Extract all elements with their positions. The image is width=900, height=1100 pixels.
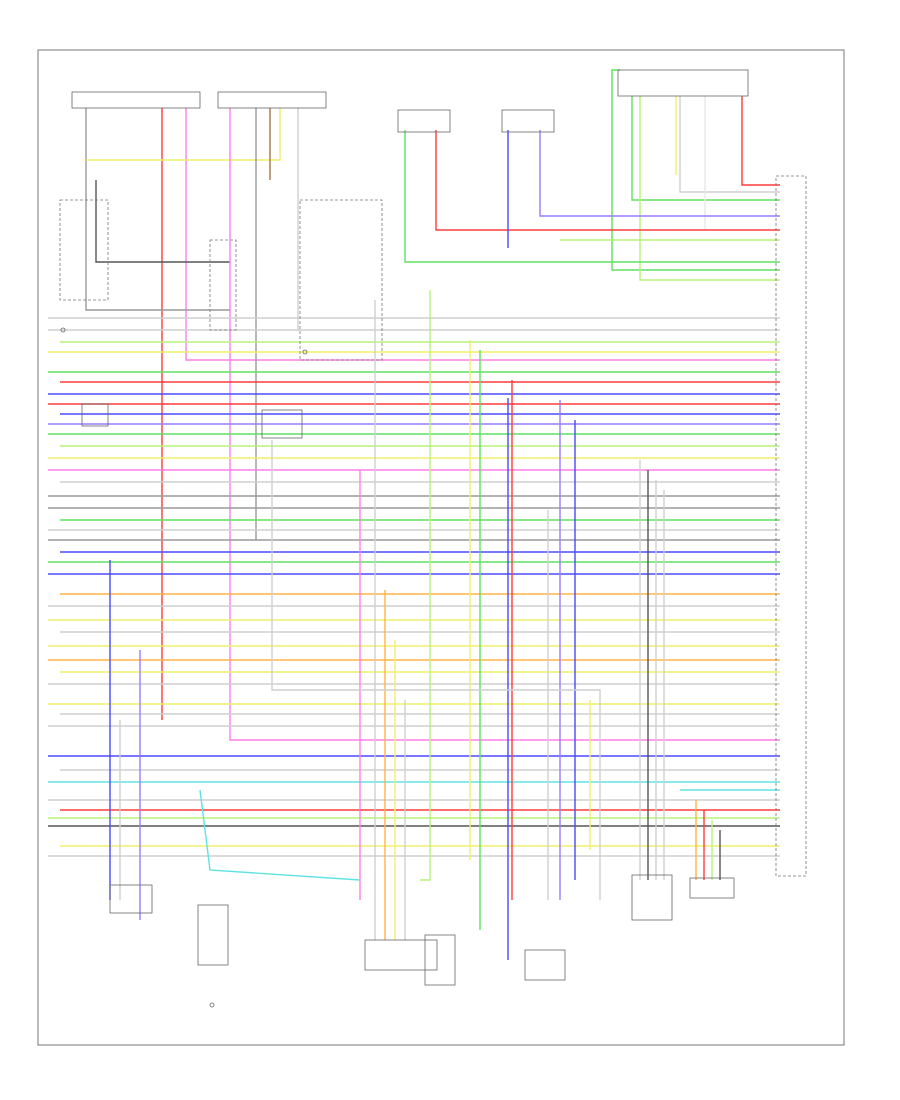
- connector-top-center-1: [397, 109, 451, 133]
- wire-8: [435, 130, 780, 231]
- connector-top-left: [71, 91, 201, 109]
- sensor-bottom-left-2: [197, 904, 229, 966]
- switch-bottom-left: [109, 884, 153, 914]
- wire-layer: [48, 69, 780, 960]
- sensor-left-3: [81, 403, 109, 427]
- wire-9: [404, 130, 780, 263]
- connector-bottom-right: [524, 949, 566, 981]
- component-layer: [59, 69, 807, 1008]
- wire-82: [271, 440, 601, 900]
- wire-81: [199, 789, 361, 881]
- connector-top-mid-left: [217, 91, 327, 109]
- wire-15: [85, 108, 230, 311]
- connector-top-right: [617, 69, 749, 97]
- wire-1: [741, 96, 780, 186]
- ecm-block: [775, 175, 807, 877]
- ground-symbol-2: [302, 349, 308, 355]
- sensor-left-2: [209, 239, 237, 331]
- sensor-mid-1: [299, 199, 383, 361]
- wire-3: [679, 96, 780, 193]
- wire-68: [420, 290, 431, 881]
- ground-symbol-3: [209, 1002, 215, 1008]
- sensor-left-1: [59, 199, 109, 301]
- sensor-mid-2: [261, 409, 303, 439]
- wire-5: [611, 69, 780, 271]
- diagram-frame: [37, 49, 845, 1046]
- wire-11: [539, 130, 780, 217]
- ground-symbol-1: [60, 327, 66, 333]
- connector-top-center-2: [501, 109, 555, 133]
- wire-16: [95, 180, 230, 263]
- wire-6: [639, 96, 780, 281]
- wire-14: [185, 108, 780, 361]
- wire-2: [631, 96, 780, 201]
- wire-17: [86, 108, 281, 161]
- connector-bottom-center: [364, 939, 438, 971]
- sensor-bottom-center: [424, 934, 456, 986]
- connector-bottom-far-right-2: [689, 877, 735, 899]
- connector-bottom-far-right: [631, 874, 673, 921]
